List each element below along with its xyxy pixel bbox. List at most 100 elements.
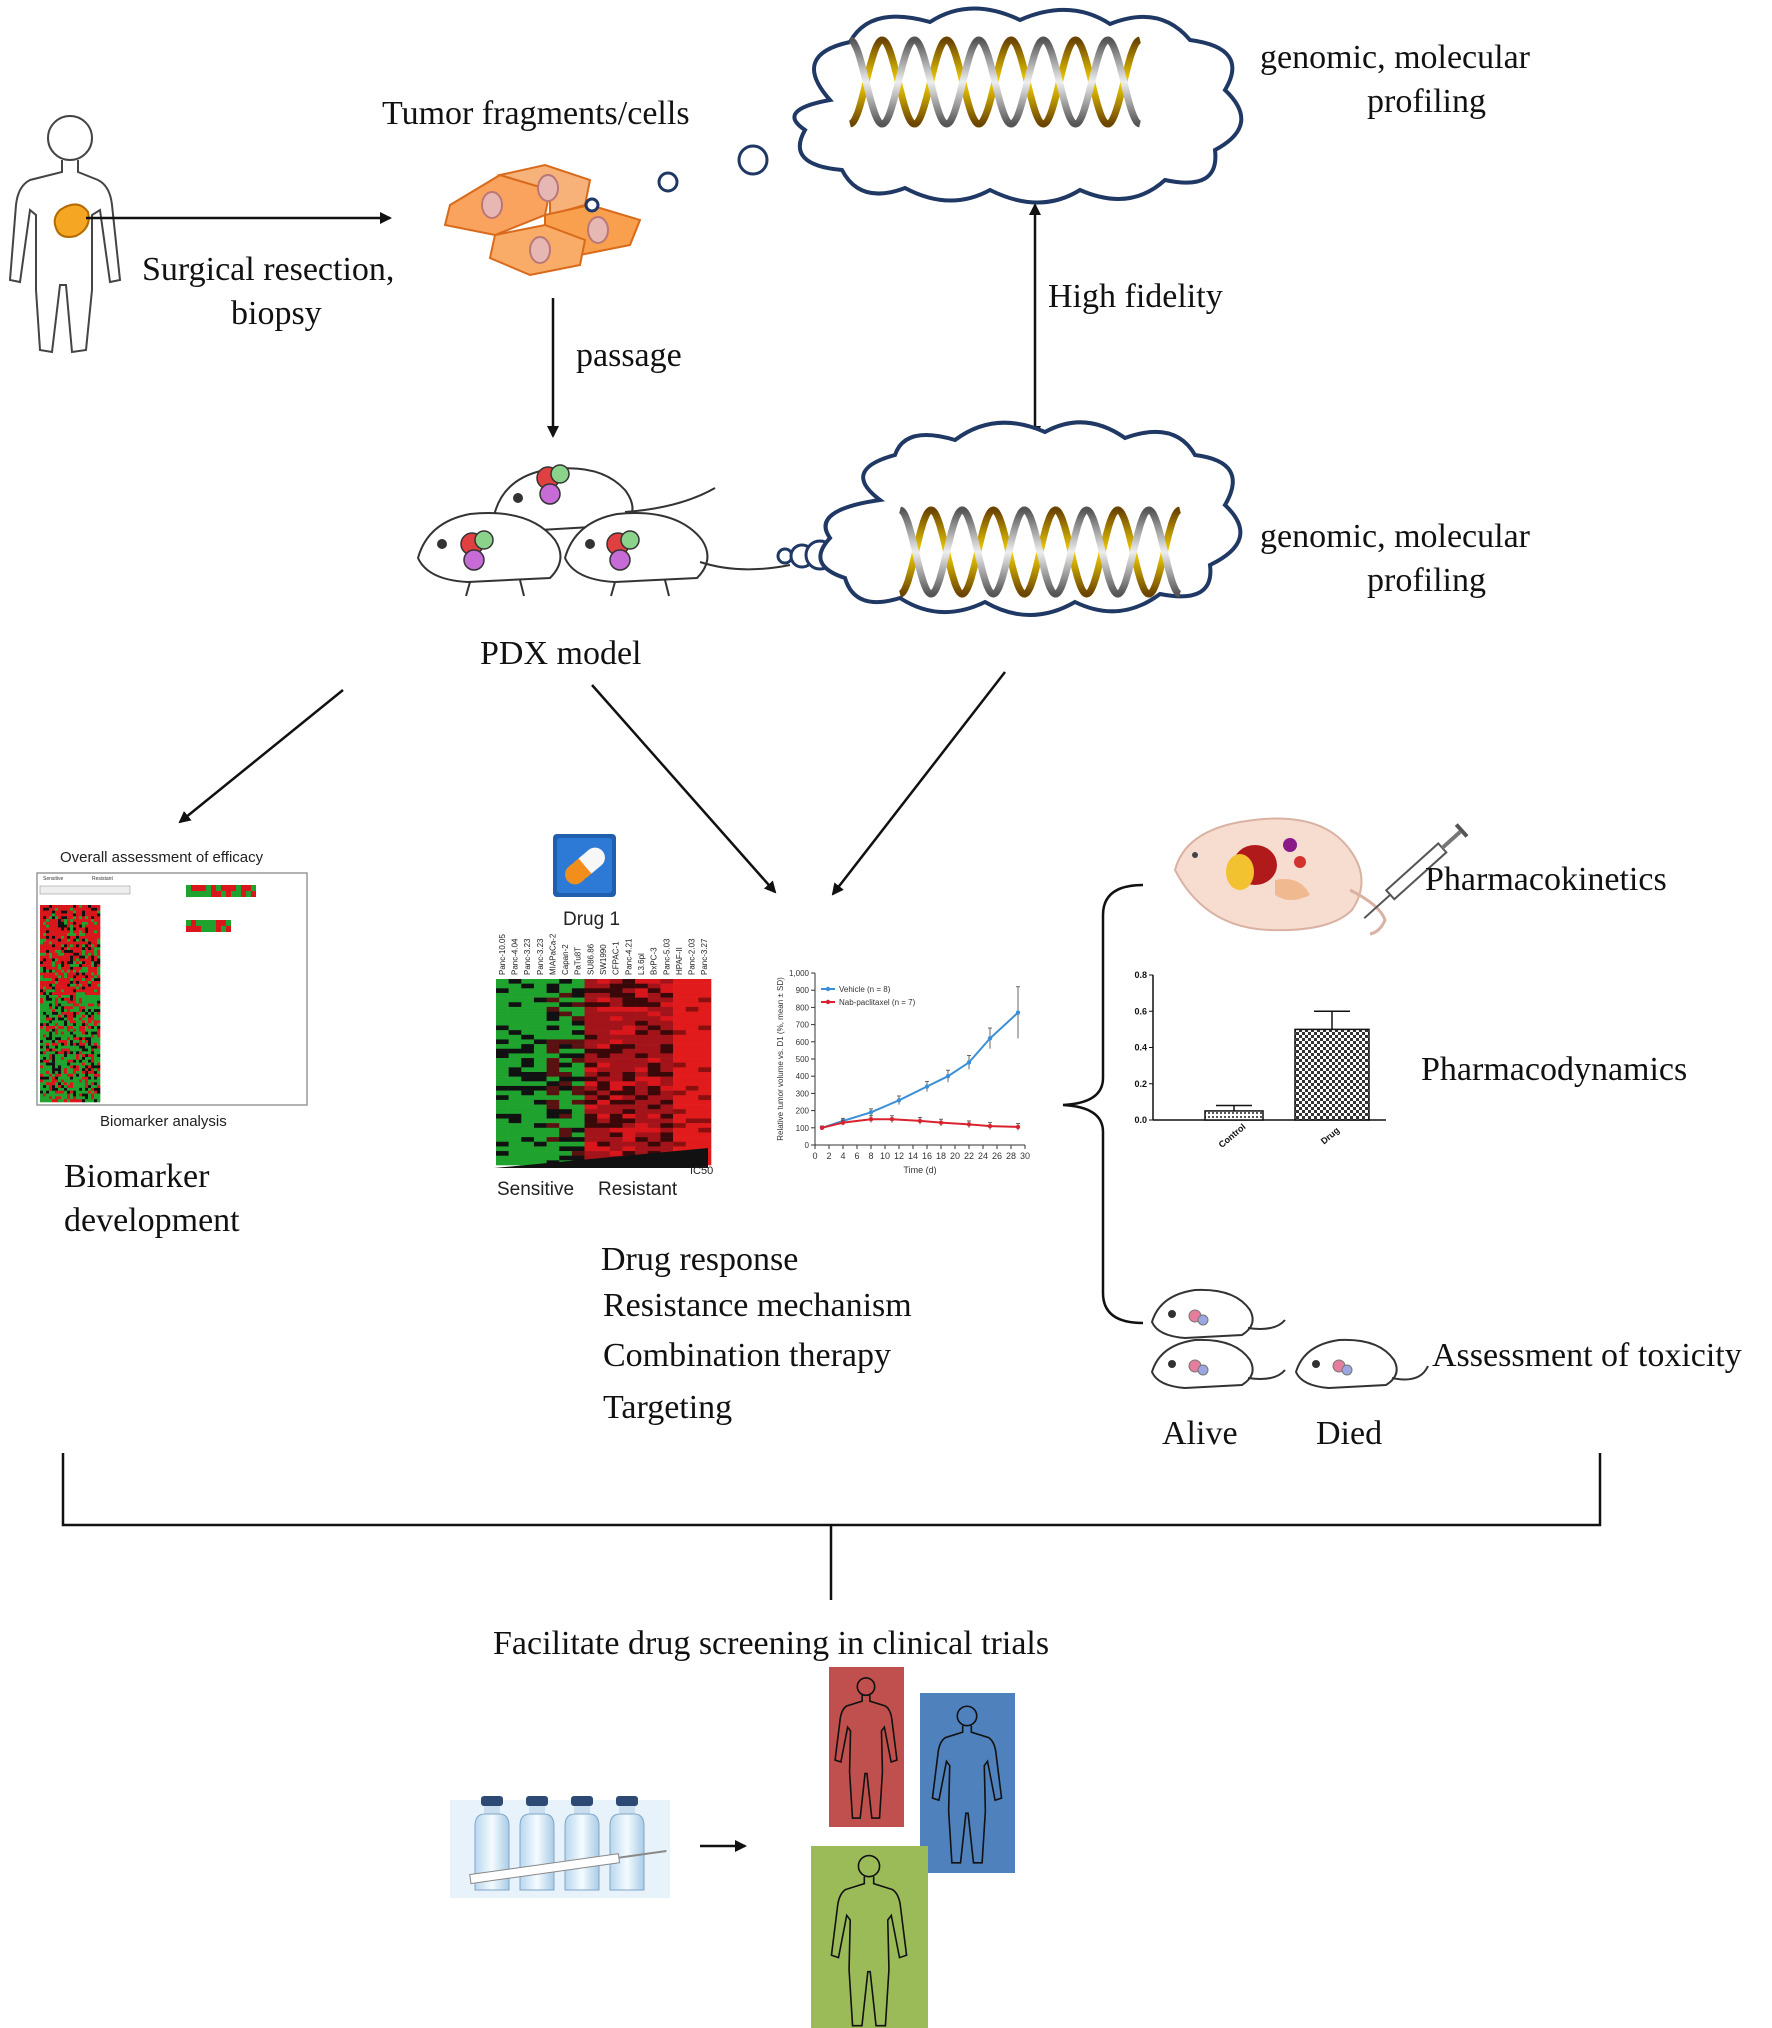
biomarker-heat-cell: [94, 1037, 98, 1041]
biomarker-heat-cell: [52, 1051, 56, 1055]
drug-heat-cell: [673, 1067, 687, 1073]
biomarker-heat-cell: [73, 1000, 77, 1004]
drug-heat-cell: [521, 1132, 535, 1138]
biomarker-heat-cell: [49, 989, 53, 993]
biomarker-heat-cell: [43, 1037, 47, 1041]
data-point: [896, 1098, 902, 1103]
biomarker-heat-cell: [43, 1054, 47, 1058]
drug-heat-cell: [622, 1118, 636, 1124]
biomarker-heat-cell: [91, 935, 95, 940]
bar-category-label: Control: [1217, 1122, 1248, 1150]
biomarker-heat-cell: [67, 1099, 71, 1103]
biomarker-heat-cell: [70, 1009, 74, 1013]
biomarker-heat-cell: [46, 995, 50, 999]
biomarker-heat-cell: [40, 924, 44, 928]
biomarker-heat-cell: [49, 1062, 53, 1066]
biomarker-heat-cell: [52, 927, 56, 931]
biomarker-heat-cell: [64, 919, 68, 923]
drug-heat-cell: [685, 1053, 699, 1059]
biomarker-heat-cell: [55, 986, 59, 990]
drug-heat-cell: [508, 1020, 522, 1026]
biomarker-heat-cell: [43, 1076, 47, 1080]
biomarker-heat-cell: [67, 1062, 71, 1066]
drug-heat-cell: [559, 1085, 573, 1091]
biomarker-heat-cell: [94, 1090, 98, 1094]
biomarker-heat-cell: [85, 1031, 89, 1035]
y-tick-label: 0: [805, 1141, 810, 1150]
drug-heat-cell: [647, 1016, 661, 1022]
biomarker-heat-cell: [94, 1051, 98, 1055]
drug-heat-cell: [609, 1090, 623, 1096]
biomarker-heat-cell: [46, 1059, 50, 1063]
drug-heat-cell: [521, 1016, 535, 1022]
drug-heat-cell: [571, 1132, 585, 1138]
drug-heat-cell: [496, 1141, 509, 1147]
drug-heat-cell: [508, 1090, 522, 1096]
biomarker-heat-cell: [52, 1099, 56, 1103]
drug-heat-cell: [521, 1011, 535, 1017]
biomarker-heat-cell: [82, 980, 86, 985]
drug-heat-cell: [622, 1109, 636, 1115]
biomarker-heat-cell: [70, 930, 74, 934]
drug-heat-cell: [533, 1137, 547, 1143]
biomarker-heat-cell: [97, 941, 101, 945]
drug-heat-cell: [597, 1072, 611, 1077]
drug-heat-cell: [533, 1067, 547, 1073]
biomarker-heat-cell: [91, 916, 95, 920]
biomarker-heat-cell: [52, 1093, 56, 1097]
drug-heat-cell: [647, 1058, 661, 1063]
biomarker-heat-cell: [91, 919, 95, 923]
biomarker-heat-cell: [61, 966, 65, 971]
biomarker-heat-cell: [67, 941, 71, 945]
bar-y-tick-label: 0.0: [1134, 1115, 1147, 1125]
biomarker-heat-cell: [67, 1028, 71, 1032]
biomarker-heat-cell: [52, 1071, 56, 1075]
biomarker-heat-cell: [61, 978, 65, 982]
mini-heat-cell: [196, 891, 201, 897]
vial-neck: [529, 1806, 545, 1814]
biomarker-heat-cell: [85, 1006, 89, 1010]
biomarker-heat-cell: [76, 1051, 80, 1055]
biomarker-heat-cell: [85, 1020, 89, 1024]
biomarker-heat-cell: [97, 1034, 101, 1038]
drug-heat-cell: [508, 1053, 522, 1059]
drug-heat-cell: [622, 1039, 636, 1045]
drug-heat-cell: [584, 1062, 598, 1068]
biomarker-heat-cell: [88, 930, 92, 934]
drug-heat-cell: [647, 1076, 661, 1082]
drug-heat-cell: [496, 1104, 509, 1110]
biomarker-heat-cell: [46, 1014, 50, 1018]
biomarker-heat-cell: [43, 1071, 47, 1075]
biomarker-heat-cell: [58, 933, 62, 937]
drug-heat-cell: [673, 1020, 687, 1026]
biomarker-heat-cell: [46, 921, 50, 925]
drug-heat-cell: [584, 1044, 598, 1050]
biomarker-heat-cell: [91, 972, 95, 976]
mini-heat-cell: [186, 926, 191, 932]
mini-heat-cell: [236, 891, 241, 897]
drug-heat-cell: [508, 983, 522, 989]
drug-heat-cell: [496, 1053, 509, 1059]
biomarker-heat-cell: [55, 1034, 59, 1038]
biomarker-heat-cell: [67, 919, 71, 923]
biomarker-heat-cell: [49, 941, 53, 945]
biomarker-heat-cell: [79, 1071, 83, 1075]
biomarker-heat-cell: [52, 1085, 56, 1089]
drug-heat-cell: [546, 1095, 560, 1101]
biomarker-heat-cell: [55, 1076, 59, 1080]
biomarker-heat-cell: [91, 1099, 95, 1103]
biomarker-heat-cell: [88, 1045, 92, 1049]
biomarker-heat-cell: [49, 1014, 53, 1018]
drug-heat-cell: [508, 1118, 522, 1124]
biomarker-heat-cell: [43, 969, 47, 973]
drug-heat-cell: [559, 1146, 573, 1152]
biomarker-heat-cell: [79, 927, 83, 931]
biomarker-heat-cell: [49, 1087, 53, 1092]
drug-heat-cell: [546, 979, 560, 984]
drug-heat-cell: [521, 1090, 535, 1096]
biomarker-heat-cell: [73, 980, 77, 985]
biomarker-heat-cell: [76, 969, 80, 973]
mini-heat-cell: [211, 926, 216, 932]
biomarker-heat-cell: [82, 1028, 86, 1032]
drug-column-label: CFPAC-1: [612, 941, 621, 975]
